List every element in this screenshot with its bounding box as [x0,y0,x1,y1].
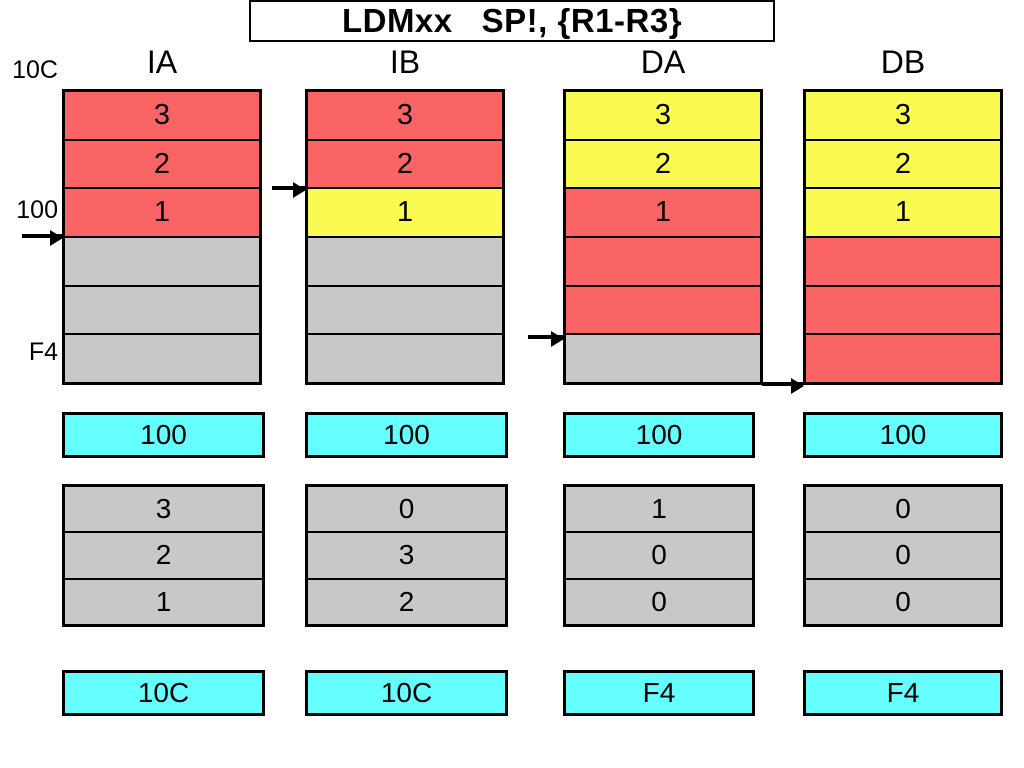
register-value: 1 [65,579,262,624]
result-value: F4 [566,673,752,713]
memory-cell: 1 [308,189,502,239]
memory-cell [308,238,502,287]
result-box-ib: 10C [305,670,508,716]
register-value: 0 [566,533,752,580]
instruction-title: LDMxx SP!, {R1-R3} [341,2,683,39]
sp-value: 100 [308,415,505,455]
address-label-middle: 100 [16,196,58,224]
sp-value: 100 [65,415,262,455]
register-value: 0 [806,533,1000,580]
memory-cell [806,335,1000,383]
result-value: F4 [806,673,1000,713]
register-file-ia: 3 2 1 [62,484,265,627]
memory-cell: 3 [65,92,259,141]
result-box-ia: 10C [62,670,265,716]
memory-cell: 1 [566,189,760,239]
column-header-ia: IA [62,42,262,82]
register-value: 0 [806,487,1000,534]
register-file-db: 0 0 0 [803,484,1003,627]
stack-pointer-arrow-ib [272,182,306,198]
register-value: 0 [806,579,1000,624]
sp-box-ia: 100 [62,412,265,458]
register-value: 2 [65,533,262,580]
sp-box-da: 100 [563,412,755,458]
address-label-bottom: F4 [28,338,58,366]
result-box-da: F4 [563,670,755,716]
stack-pointer-arrow-da [528,331,564,347]
column-header-ib-label: IB [389,43,421,80]
result-box-db: F4 [803,670,1003,716]
sp-box-db: 100 [803,412,1003,458]
memory-cell: 3 [806,92,1000,141]
memory-cell: 3 [566,92,760,141]
result-value: 10C [308,673,505,713]
column-header-db-label: DB [880,43,926,80]
register-value: 2 [308,579,505,624]
register-value: 0 [566,579,752,624]
memory-cell [566,335,760,383]
memory-cell [65,335,259,383]
address-label-top: 10C [12,56,58,84]
sp-value: 100 [806,415,1000,455]
sp-box-ib: 100 [305,412,508,458]
memory-stack-ia: 3 2 1 [62,89,262,385]
register-value: 3 [65,487,262,534]
memory-cell: 2 [566,140,760,190]
memory-cell: 2 [65,140,259,190]
column-header-da: DA [563,42,763,82]
memory-stack-da: 3 2 1 [563,89,763,385]
memory-cell [308,335,502,383]
memory-cell [65,238,259,287]
register-value: 3 [308,533,505,580]
memory-cell [806,238,1000,287]
result-value: 10C [65,673,262,713]
memory-cell: 2 [308,140,502,190]
memory-cell [566,286,760,336]
stack-pointer-arrow-ia [22,230,63,246]
stack-pointer-arrow-db [762,378,804,394]
memory-cell: 1 [806,189,1000,239]
register-file-da: 1 0 0 [563,484,755,627]
column-header-da-label: DA [640,43,686,80]
memory-cell [566,238,760,287]
memory-stack-ib: 3 2 1 [305,89,505,385]
memory-cell: 1 [65,189,259,239]
memory-cell [65,286,259,336]
column-header-ia-label: IA [146,43,178,80]
memory-cell: 2 [806,140,1000,190]
register-value: 1 [566,487,752,534]
memory-cell [806,286,1000,336]
memory-cell [308,286,502,336]
column-header-db: DB [803,42,1003,82]
instruction-title-box: LDMxx SP!, {R1-R3} [249,0,775,42]
register-value: 0 [308,487,505,534]
column-header-ib: IB [305,42,505,82]
sp-value: 100 [566,415,752,455]
memory-stack-db: 3 2 1 [803,89,1003,385]
register-file-ib: 0 3 2 [305,484,508,627]
memory-cell: 3 [308,92,502,141]
